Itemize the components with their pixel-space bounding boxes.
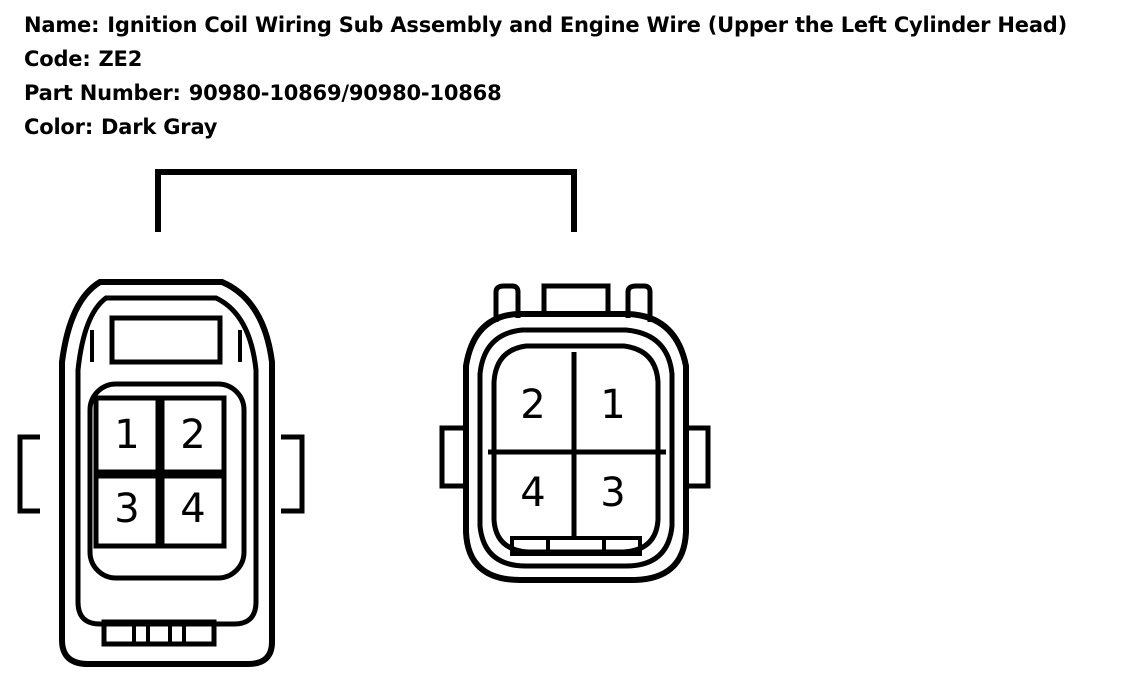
right-pin-grid: 2 1 4 3 bbox=[488, 352, 666, 538]
part-number-row: Part Number: 90980-10869/90980-10868 bbox=[24, 76, 1067, 110]
name-label: Name: bbox=[24, 13, 100, 37]
name-value: Ignition Coil Wiring Sub Assembly and En… bbox=[107, 13, 1068, 37]
left-lock-tab bbox=[109, 315, 223, 365]
connector-pair-bracket bbox=[155, 169, 577, 232]
right-housing-outer bbox=[463, 311, 689, 583]
left-housing-inner bbox=[75, 295, 259, 627]
left-connector: 1 2 3 4 bbox=[17, 279, 305, 667]
right-top-tab-left bbox=[493, 283, 521, 322]
left-pin-label: 4 bbox=[180, 486, 205, 532]
right-pin-label: 1 bbox=[600, 382, 625, 428]
left-pin-grid: 1 2 3 4 bbox=[93, 395, 227, 549]
code-value: ZE2 bbox=[98, 47, 143, 71]
name-row: Name: Ignition Coil Wiring Sub Assembly a… bbox=[24, 8, 1067, 42]
right-connector-right-latch bbox=[686, 425, 711, 489]
part-number-label: Part Number: bbox=[24, 81, 181, 105]
right-pin-dividers bbox=[488, 352, 666, 538]
right-pin-label: 4 bbox=[520, 470, 545, 516]
left-bottom-tab-slots bbox=[132, 622, 186, 644]
code-row: Code: ZE2 bbox=[24, 42, 1067, 76]
left-pin-label: 3 bbox=[114, 486, 139, 532]
left-pin-cell bbox=[159, 473, 227, 549]
right-pin-label: 2 bbox=[520, 382, 545, 428]
left-side-latch bbox=[17, 434, 40, 514]
right-side-latch bbox=[281, 434, 305, 514]
right-top-tab-right bbox=[625, 283, 653, 322]
right-connector: 2 1 4 3 bbox=[439, 283, 711, 583]
left-housing-outer bbox=[59, 279, 275, 667]
right-connector-left-latch bbox=[439, 425, 466, 489]
code-label: Code: bbox=[24, 47, 91, 71]
color-row: Color: Dark Gray bbox=[24, 110, 1067, 144]
color-label: Color: bbox=[24, 115, 94, 139]
left-lock-tab-rails bbox=[90, 330, 242, 362]
left-pin-cell bbox=[93, 473, 161, 549]
left-bottom-tab bbox=[101, 619, 217, 647]
connector-info: Name: Ignition Coil Wiring Sub Assembly a… bbox=[24, 8, 1067, 144]
right-top-key bbox=[541, 283, 611, 314]
left-cavity-frame bbox=[87, 381, 247, 581]
left-pin-label: 2 bbox=[180, 412, 205, 458]
right-bottom-notch-slots bbox=[546, 538, 606, 554]
left-pin-cell bbox=[159, 395, 227, 475]
left-pin-cell bbox=[93, 395, 161, 475]
right-housing-ring-1 bbox=[477, 327, 675, 569]
part-number-value: 90980-10869/90980-10868 bbox=[188, 81, 502, 105]
color-value: Dark Gray bbox=[101, 115, 218, 139]
left-pin-label: 1 bbox=[114, 412, 139, 458]
right-pin-label: 3 bbox=[600, 470, 625, 516]
